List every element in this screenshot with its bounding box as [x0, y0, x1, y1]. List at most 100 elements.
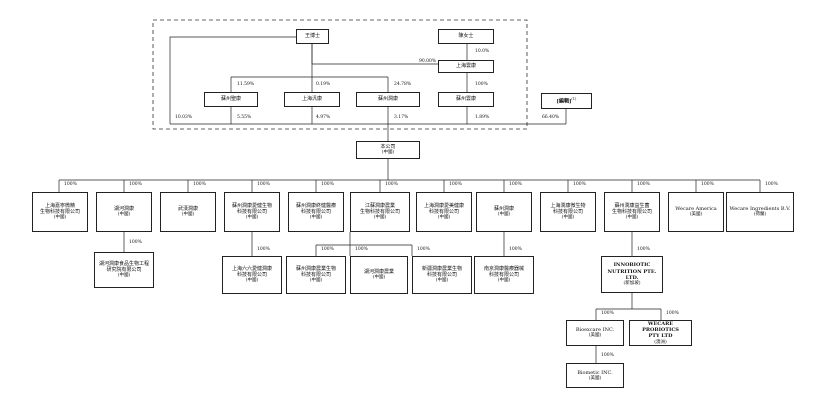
box-location: (中國): [381, 150, 395, 156]
box-name: 湖河潤康: [113, 206, 134, 213]
box-name: 上海潤康微生物 科技有限公司: [550, 202, 586, 216]
pct-company-c9: 100%: [573, 182, 586, 187]
box-location: (美國): [588, 375, 602, 381]
box-name: 蘇州潤康: [493, 206, 514, 213]
holding-sh-wenyuan: 上海雲康: [438, 60, 494, 73]
box-name: 蘇州潤康愛健生物 科技有限公司: [231, 202, 272, 216]
pct-company-c11: 100%: [701, 182, 714, 187]
holding-sz-runkang: 蘇州潤康: [356, 92, 420, 107]
pct-wang-wenyuan: 90.00%: [419, 59, 437, 64]
pct-wang-shengkang: 11.59%: [237, 82, 255, 87]
box-location: (中國): [117, 273, 131, 279]
box-name: 蘇州潤康益生菌 生物科技有限公司: [611, 202, 652, 216]
box-name: 上海六六愛健潤康 科技有限公司: [231, 265, 272, 279]
box-name: 上海嘉寧微精 生物科技有限公司: [39, 202, 80, 216]
box-location: (中國): [181, 212, 195, 218]
box-name: 本公司: [380, 144, 396, 151]
box-name: 新疆潤康農業生物 科技有限公司: [421, 265, 462, 279]
pct-company-c3: 100%: [193, 182, 206, 187]
box-location: (中國): [372, 275, 386, 281]
box-name: 蘇州潤康: [377, 96, 398, 103]
pct-shengkang-company: 5.55%: [237, 115, 252, 120]
box-location: (中國): [309, 278, 323, 284]
pct-company-c10: 100%: [637, 182, 650, 187]
holding-sz-shengkang: 蘇州聖康: [204, 92, 258, 107]
box-name: 蘇州潤康終健醫療 科技有限公司: [295, 202, 336, 216]
pct-wang-fankang: 0.19%: [316, 82, 331, 87]
box-location: (中國): [373, 215, 387, 221]
box-name: Wecare America: [675, 206, 717, 213]
box-name: 蘇州雲康: [455, 96, 476, 103]
subsidiary-c6: 江蘇潤康農業 生物科技有限公司 (中國): [350, 192, 410, 232]
pct-wenyuan-yunkang: 100%: [475, 82, 488, 87]
pct-innobiotic-wecare-pro: 100%: [666, 311, 679, 316]
box-name: [編輯](1): [557, 97, 577, 105]
pct-company-c7: 100%: [449, 182, 462, 187]
subsidiary-c3: 武漢潤康 (中國): [160, 192, 216, 232]
box-name: Biometic INC.: [577, 369, 613, 376]
subsidiary-c11: Wecare America (美國): [668, 192, 724, 232]
box-location: (中國): [435, 278, 449, 284]
pct-company-c12: 100%: [765, 182, 778, 187]
box-name: 上海雲康: [455, 63, 476, 70]
subsidiary-g3: 蘇州潤康農業生物 科技有限公司 (中國): [286, 256, 346, 294]
box-location: (中國): [245, 215, 259, 221]
pct-company-c5: 100%: [321, 182, 334, 187]
box-location: (荷蘭): [753, 212, 767, 218]
pct-runkang-company: 3.17%: [394, 115, 409, 120]
pct-company-c4: 100%: [257, 182, 270, 187]
subsidiary-c2: 湖河潤康 (中國): [96, 192, 152, 232]
pct-company-c2: 100%: [129, 182, 142, 187]
line-wang-direct: [169, 36, 296, 124]
pct-c2-g1: 100%: [129, 240, 142, 245]
subsidiary-c1: 上海嘉寧微精 生物科技有限公司 (中國): [32, 192, 88, 232]
box-name: 上海潤康愛美健康 科技有限公司: [423, 202, 464, 216]
subsidiary-c10: 蘇州潤康益生菌 生物科技有限公司 (中國): [604, 192, 660, 232]
subsidiary-g1: 湖河潤康食品生物工程 研究院有限公司 (中國): [94, 252, 154, 288]
pct-wang-runkang: 24.78%: [394, 82, 412, 87]
box-location: (中國): [53, 215, 67, 221]
box-name: 江蘇潤康農業 生物科技有限公司: [359, 202, 400, 216]
box-name: 陳女士: [458, 33, 474, 40]
pct-c6-g4: 100%: [355, 247, 368, 252]
box-location: (美國): [588, 333, 602, 339]
pct-fankang-company: 4.97%: [316, 115, 331, 120]
shareholder-group-boundary: [152, 19, 528, 130]
box-name: Wecare Ingredients B.V.: [729, 206, 791, 213]
subsidiary-drops: [58, 180, 761, 192]
pct-other-company: 66.40%: [542, 115, 560, 120]
subsidiary-c12: Wecare Ingredients B.V. (荷蘭): [726, 192, 794, 232]
subsidiary-innobiotic: INNOBIOTIC NUTRITION PTE. LTD. (新加坡): [601, 256, 663, 293]
holding-other: [編輯](1): [541, 93, 592, 109]
box-location: (澳洲): [654, 339, 667, 345]
subsidiary-c9: 上海潤康微生物 科技有限公司 (中國): [540, 192, 596, 232]
pct-bioexcare-biometic: 100%: [601, 353, 614, 358]
box-location: (中國): [309, 215, 323, 221]
box-name: INNOBIOTIC NUTRITION PTE. LTD.: [607, 262, 657, 281]
subsidiary-bioexcare: Bioexcare INC. (美國): [566, 320, 624, 346]
box-name: 湖河潤康農業: [363, 269, 394, 276]
subsidiary-wecare-probiotics: WECARE PROBIOTICS PTY LTD (澳洲): [629, 320, 692, 346]
box-name: Bioexcare INC.: [575, 327, 615, 334]
box-location: (中國): [117, 212, 131, 218]
company: 本公司 (中國): [356, 141, 420, 159]
subsidiary-g6: 南京潤康醫療器械 科技有限公司 (中國): [474, 256, 534, 294]
pct-company-c6: 100%: [385, 182, 398, 187]
pct-company-c8: 100%: [509, 182, 522, 187]
holding-sz-yunkang: 蘇州雲康: [438, 92, 494, 107]
box-location: (中國): [561, 215, 575, 221]
shareholder-mr-wang: 王博士: [296, 29, 329, 44]
subsidiary-c7: 上海潤康愛美健康 科技有限公司 (中國): [416, 192, 472, 232]
pct-innobiotic-bioexcare: 100%: [601, 311, 614, 316]
pct-c6-g5: 100%: [417, 247, 430, 252]
box-name: 王博士: [304, 33, 320, 40]
subsidiary-g4: 湖河潤康農業 (中國): [350, 256, 408, 294]
box-name-text: [編輯]: [556, 98, 572, 105]
box-location: (中國): [497, 212, 511, 218]
box-location: (美國): [689, 212, 703, 218]
subsidiary-biometic: Biometic INC. (美國): [566, 363, 624, 388]
shareholder-ms-chen: 陳女士: [438, 29, 494, 44]
box-name: 蘇州潤康農業生物 科技有限公司: [295, 265, 336, 279]
subsidiary-g5: 新疆潤康農業生物 科技有限公司 (中國): [412, 256, 472, 294]
